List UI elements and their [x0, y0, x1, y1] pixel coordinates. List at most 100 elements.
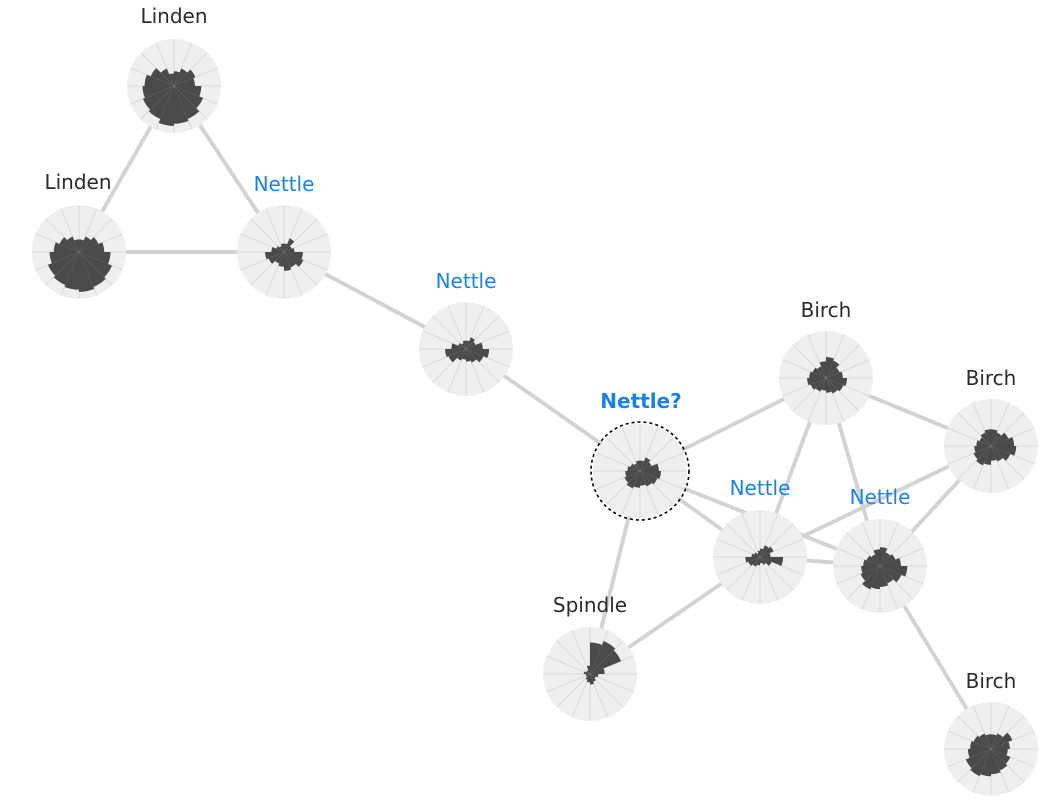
rose-petal: [590, 642, 603, 674]
rose-petal: [583, 671, 590, 674]
rose-petal: [590, 674, 596, 679]
rose-petal: [970, 740, 991, 749]
rose-petal: [752, 557, 760, 567]
rose-petal: [976, 440, 991, 446]
node-nettle[interactable]: Nettle: [713, 476, 807, 604]
rose-petal: [466, 349, 490, 358]
rose-petal: [587, 670, 590, 674]
rose-petal: [53, 252, 79, 285]
node-nettle[interactable]: Nettle?: [590, 389, 690, 521]
rose-petal: [284, 243, 288, 252]
rose-petal: [815, 378, 826, 392]
node-linden[interactable]: Linden: [127, 4, 221, 133]
rose-petal: [880, 547, 888, 566]
rose-petal: [458, 343, 466, 349]
rose-petal: [634, 463, 640, 471]
rose-petal: [751, 553, 760, 557]
rose-petal: [965, 749, 991, 769]
rose-petal: [991, 446, 997, 461]
rose-petal: [991, 749, 1001, 775]
rose-petal: [74, 239, 79, 252]
spoke-line: [78, 208, 98, 253]
rose-petal: [991, 446, 1003, 462]
rose-petal: [79, 252, 95, 292]
rose-petal: [144, 74, 174, 86]
rose-petal: [466, 337, 475, 349]
rose-petal: [757, 553, 760, 557]
node-nettle[interactable]: Nettle: [833, 485, 927, 613]
rose-petal: [756, 557, 760, 566]
node-label: Nettle: [436, 269, 497, 293]
rose-petal: [586, 671, 590, 674]
rose-petal: [991, 732, 1013, 749]
rose-petal: [880, 566, 908, 577]
rose-petal: [142, 86, 174, 110]
rose-petal: [67, 236, 79, 252]
rose-petal: [640, 471, 652, 487]
rose-petal: [640, 460, 645, 471]
spoke-line: [836, 565, 881, 585]
spoke-line: [465, 348, 485, 393]
rose-petal: [271, 247, 284, 252]
rose-petal: [760, 545, 769, 557]
rose-petal: [142, 86, 174, 99]
rose-petal: [79, 252, 106, 287]
node-label: Birch: [801, 298, 852, 322]
rose-petal: [880, 566, 889, 587]
rose-petal: [284, 238, 295, 252]
rose-petal: [53, 242, 79, 252]
rose-petal: [640, 471, 646, 486]
spoke-line: [447, 305, 467, 350]
rose-petal: [174, 77, 195, 86]
spoke-line: [972, 445, 992, 490]
node-nettle[interactable]: Nettle: [237, 172, 331, 299]
rose-petal: [174, 86, 204, 109]
rose-petal: [148, 86, 174, 119]
node-birch[interactable]: Birch: [944, 366, 1038, 493]
rose-petal: [866, 555, 880, 566]
node-nettle[interactable]: Nettle: [419, 269, 513, 396]
node-linden[interactable]: Linden: [32, 170, 126, 299]
rose-petal: [174, 71, 180, 86]
spoke-line: [78, 233, 123, 253]
rose-petal: [826, 378, 844, 392]
rose-petal: [979, 437, 991, 446]
rose-petal: [976, 446, 991, 466]
rose-petal: [586, 674, 590, 683]
rose-petal: [79, 252, 112, 278]
spoke-line: [265, 208, 285, 253]
node-label: Nettle: [254, 172, 315, 196]
spoke-line: [240, 251, 285, 271]
rose-petal: [284, 252, 303, 260]
rose-petal: [466, 340, 470, 349]
rose-petal: [862, 566, 880, 590]
rose-petal: [880, 566, 894, 584]
node-birch[interactable]: Birch: [944, 669, 1038, 796]
spoke-line: [716, 538, 761, 558]
rose-petal: [278, 252, 284, 267]
rose-petal: [817, 366, 826, 378]
rose-petal: [265, 252, 284, 260]
rose-petal: [284, 252, 304, 267]
rose-petal: [79, 252, 111, 265]
rose-petal: [590, 674, 596, 682]
spoke-line: [283, 251, 303, 296]
rose-petal: [826, 378, 832, 393]
rose-petal: [640, 462, 652, 471]
rose-petal: [807, 378, 826, 386]
rose-petal: [812, 367, 826, 378]
rose-petal: [280, 243, 284, 252]
node-label: Spindle: [553, 593, 627, 617]
rose-petal: [980, 749, 991, 777]
rose-petal: [991, 734, 997, 749]
rose-petal: [451, 343, 466, 349]
rose-petal: [754, 552, 760, 557]
spoke-line: [546, 655, 591, 675]
node-spindle[interactable]: Spindle: [543, 593, 637, 721]
node-birch[interactable]: Birch: [779, 298, 873, 425]
rose-petal: [861, 566, 880, 574]
rose-petal: [819, 361, 826, 378]
rose-petal: [991, 432, 1009, 446]
rose-petal: [466, 349, 484, 363]
